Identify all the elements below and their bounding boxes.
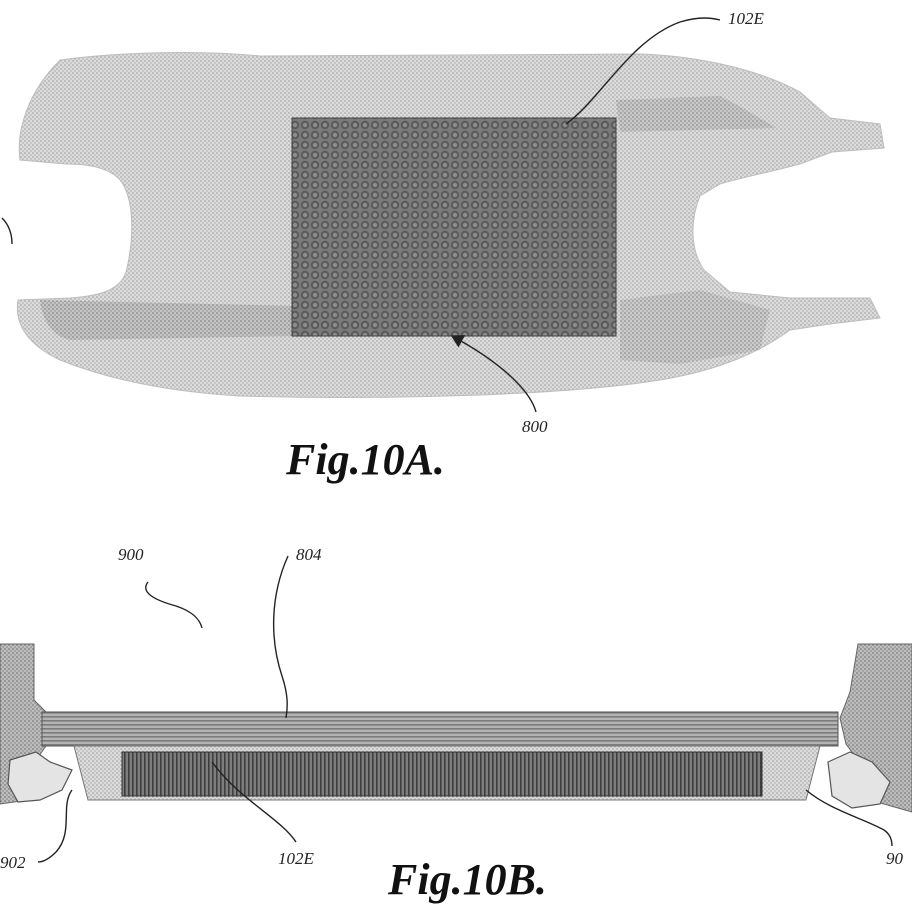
ref-label-902: 902	[0, 853, 26, 872]
chassis-subframe	[620, 290, 770, 364]
arrow-icon	[450, 335, 537, 413]
leader-line-left	[1, 217, 13, 245]
chassis-frame-rail	[616, 96, 776, 132]
ref-label-804: 804	[296, 545, 322, 564]
leader-line-right	[805, 789, 893, 847]
fig-10a: 102E 800 Fig.10A.	[1, 9, 885, 484]
left-mount-bracket	[7, 751, 73, 803]
battery-cells-102e	[121, 751, 763, 797]
fig-10b: 900 804 102E 902 90 Fig.10B.	[0, 545, 912, 904]
leader-line-804	[272, 555, 289, 719]
right-suspension	[839, 643, 912, 813]
ref-label-800: 800	[522, 417, 548, 436]
ref-label-102e-b: 102E	[278, 849, 315, 868]
battery-pack-102e	[291, 117, 617, 337]
ref-label-102e-a: 102E	[728, 9, 765, 28]
ref-label-900: 900	[118, 545, 144, 564]
leader-line-102e	[565, 17, 721, 125]
figure-caption-10a: Fig.10A.	[285, 435, 445, 484]
ref-label-right: 90	[886, 849, 904, 868]
leader-line-902	[37, 789, 73, 863]
chassis-frame-rail	[40, 300, 296, 340]
leader-line-102e-b	[211, 761, 297, 843]
structural-plate-804	[41, 711, 839, 747]
leader-line-900	[145, 581, 203, 629]
right-mount-bracket	[827, 751, 891, 809]
figure-caption-10b: Fig.10B.	[387, 855, 547, 904]
